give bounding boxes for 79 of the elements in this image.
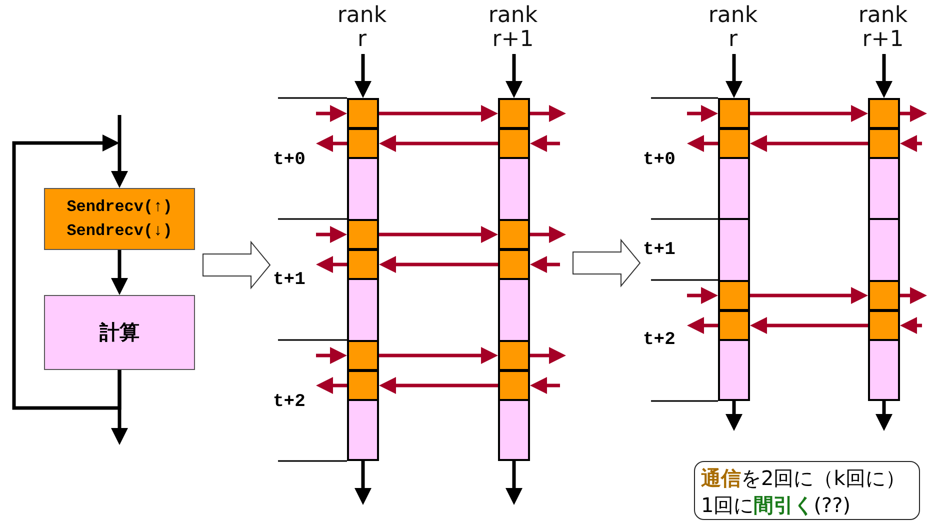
arrow bbox=[687, 317, 718, 334]
arrow bbox=[379, 105, 498, 122]
arrow bbox=[354, 461, 372, 505]
buffer-cell bbox=[718, 310, 750, 341]
time-step-label: t+0 bbox=[643, 150, 676, 170]
rank-label: rank r bbox=[331, 4, 393, 54]
arrow bbox=[379, 347, 498, 364]
buffer-cell bbox=[498, 128, 530, 159]
arrow bbox=[530, 256, 560, 273]
buffer-cell bbox=[498, 340, 530, 371]
arrow bbox=[876, 54, 892, 98]
time-step-label: t+1 bbox=[643, 240, 676, 260]
buffer-cell bbox=[718, 98, 750, 129]
buffer-cell bbox=[347, 128, 379, 159]
arrow bbox=[12, 134, 122, 410]
buffer-cell bbox=[868, 310, 900, 341]
arrow bbox=[354, 54, 372, 98]
arrow bbox=[530, 347, 566, 364]
arrow bbox=[687, 135, 718, 152]
buffer-cell bbox=[718, 280, 750, 311]
arrow bbox=[687, 105, 718, 122]
buffer-cell bbox=[868, 280, 900, 311]
process-box: 計算 bbox=[44, 295, 195, 370]
process-column bbox=[718, 98, 750, 401]
arrow bbox=[750, 105, 868, 122]
arrow bbox=[687, 287, 718, 304]
arrow bbox=[900, 135, 922, 152]
arrow bbox=[726, 401, 742, 431]
time-step-label: t+0 bbox=[273, 150, 306, 170]
note-box: 通信を2回に（k回に）1回に間引く(??) bbox=[694, 461, 920, 520]
process-column bbox=[347, 98, 379, 461]
process-box: Sendrecv(↑) Sendrecv(↓) bbox=[44, 188, 195, 250]
arrow bbox=[316, 347, 347, 364]
arrow bbox=[530, 377, 560, 394]
buffer-cell bbox=[498, 370, 530, 401]
arrow bbox=[506, 54, 522, 98]
arrow bbox=[111, 370, 128, 445]
time-step-label: t+1 bbox=[273, 270, 306, 290]
arrow bbox=[900, 105, 927, 122]
buffer-cell bbox=[498, 249, 530, 280]
arrow bbox=[379, 135, 498, 152]
arrow bbox=[750, 135, 868, 152]
arrow bbox=[316, 377, 347, 394]
buffer-cell bbox=[868, 98, 900, 129]
arrow bbox=[530, 226, 566, 243]
arrow bbox=[316, 135, 347, 152]
arrow bbox=[379, 256, 498, 273]
rank-label: rank r+1 bbox=[852, 4, 914, 54]
buffer-cell bbox=[347, 340, 379, 371]
time-step-label: t+2 bbox=[643, 330, 676, 350]
arrow bbox=[506, 461, 522, 505]
arrow bbox=[726, 54, 742, 98]
buffer-cell bbox=[498, 98, 530, 129]
buffer-cell bbox=[718, 128, 750, 159]
arrow bbox=[379, 377, 498, 394]
arrow bbox=[316, 256, 347, 273]
buffer-cell bbox=[868, 128, 900, 159]
process-column bbox=[868, 98, 900, 401]
buffer-cell bbox=[347, 249, 379, 280]
buffer-cell bbox=[347, 98, 379, 129]
arrow bbox=[111, 250, 128, 295]
rank-label: rank r+1 bbox=[482, 4, 544, 54]
arrow bbox=[900, 317, 922, 334]
arrow bbox=[900, 287, 927, 304]
arrow bbox=[316, 105, 347, 122]
buffer-cell bbox=[347, 370, 379, 401]
time-step-label: t+2 bbox=[273, 392, 306, 412]
arrow bbox=[316, 226, 347, 243]
process-column bbox=[498, 98, 530, 461]
arrow bbox=[876, 401, 892, 431]
arrow bbox=[111, 115, 128, 188]
buffer-cell bbox=[498, 219, 530, 250]
arrow bbox=[530, 135, 560, 152]
arrow bbox=[379, 226, 498, 243]
arrow bbox=[530, 105, 566, 122]
arrow bbox=[750, 287, 868, 304]
rank-label: rank r bbox=[702, 4, 764, 54]
arrow bbox=[750, 317, 868, 334]
buffer-cell bbox=[347, 219, 379, 250]
